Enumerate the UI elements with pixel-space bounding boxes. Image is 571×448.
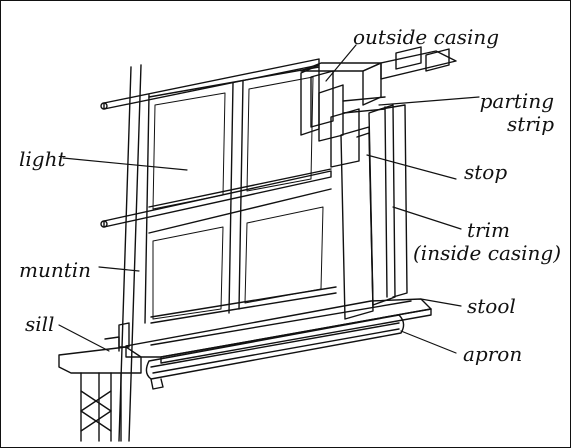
leader-lines: [58, 44, 480, 354]
label-parting-strip-line1: parting: [479, 89, 554, 113]
glazing-beads: [152, 76, 324, 320]
label-stop: stop: [464, 160, 508, 184]
label-stool: stool: [467, 294, 516, 318]
label-sill: sill: [25, 312, 55, 336]
label-muntin: muntin: [19, 258, 92, 282]
label-light: light: [19, 147, 66, 171]
stop-and-trim: [340, 104, 408, 320]
label-outside-casing: outside casing: [353, 25, 500, 49]
jamb-assembly: [300, 46, 457, 168]
sill: [58, 322, 142, 442]
label-apron: apron: [463, 342, 523, 366]
label-inside-casing: (inside casing): [413, 241, 562, 265]
label-trim: trim: [467, 218, 510, 242]
label-parting-strip-line2: strip: [506, 112, 554, 136]
apron: [145, 314, 405, 390]
